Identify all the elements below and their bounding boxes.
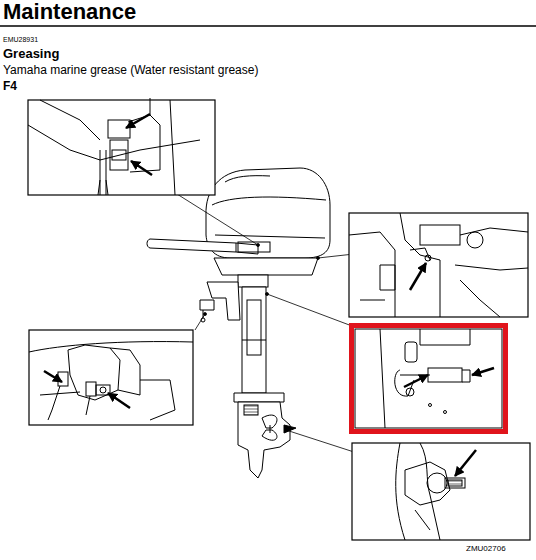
inset-clamp-bracket (29, 330, 193, 425)
highlight-frame (352, 326, 506, 432)
grease-point-arrows (126, 114, 152, 175)
model-name: F4 (3, 80, 17, 93)
grease-point-arrows (455, 450, 476, 476)
doc-code: EMU28931 (3, 36, 38, 44)
inset-shift-linkage (349, 213, 528, 317)
grease-point-arrows (404, 368, 494, 387)
grease-point-arrows (44, 371, 130, 408)
header-rule (0, 25, 536, 27)
figure-code: ZMU02706 (466, 545, 506, 554)
inset-propeller-shaft (352, 443, 530, 540)
grease-point-arrows (410, 263, 426, 290)
inset-clamp-screw (355, 329, 502, 428)
section-heading: Greasing (3, 47, 59, 61)
outboard-engine (147, 168, 330, 478)
inset-steering-pivot (28, 98, 215, 195)
page-title: Maintenance (3, 0, 136, 24)
grease-type: Yamaha marine grease (Water resistant gr… (3, 64, 258, 77)
